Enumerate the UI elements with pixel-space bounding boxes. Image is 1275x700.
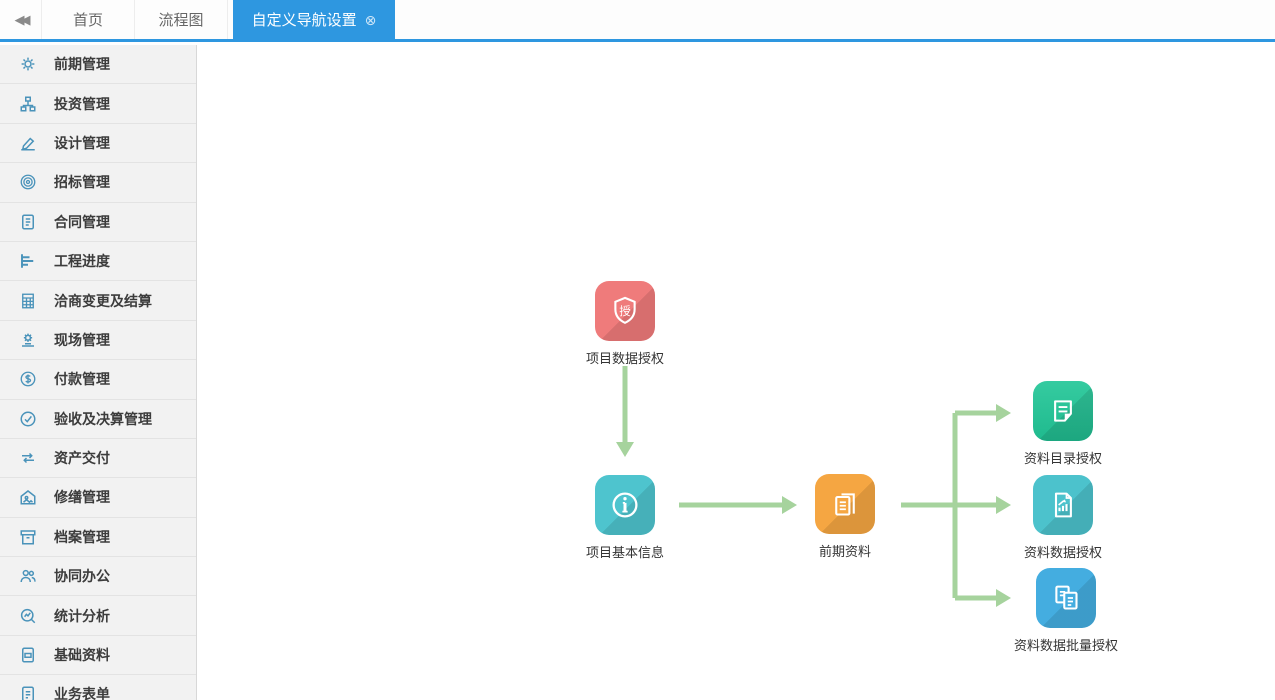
project-basic-info-tile[interactable]: [595, 475, 655, 535]
document-icon: [19, 213, 37, 231]
sidebar-item-statistical-analysis[interactable]: 统计分析: [0, 596, 196, 636]
stacked-docs-icon: [835, 493, 855, 516]
flow-node-data-data-auth: 资料数据授权: [983, 475, 1143, 561]
flow-node-project-data-auth: 授 项目数据授权: [545, 281, 705, 367]
calculator-icon: [19, 292, 37, 310]
node-label: 项目数据授权: [585, 351, 664, 366]
gear-icon: [19, 55, 37, 73]
info-circle-icon: [612, 492, 638, 518]
sidebar-item-site-mgmt[interactable]: 现场管理: [0, 320, 196, 361]
archive-box-icon: [19, 528, 37, 546]
sidebar-item-bidding-mgmt[interactable]: 招标管理: [0, 163, 196, 203]
data-batch-auth-tile[interactable]: [1036, 568, 1096, 628]
sidebar-item-label: 统计分析: [54, 607, 110, 624]
sidebar-item-label: 洽商变更及结算: [54, 292, 152, 309]
transfer-arrows-icon: [19, 449, 37, 467]
sidebar-item-label: 协同办公: [54, 568, 110, 585]
data-data-auth-tile[interactable]: [1033, 475, 1093, 535]
copy-docs-icon: [1055, 585, 1078, 610]
pencil-icon: [19, 134, 37, 152]
sidebar-item-label: 基础资料: [54, 647, 110, 664]
tab-label: 流程图: [158, 12, 204, 29]
chart-document-icon: [1054, 492, 1072, 518]
sidebar-item-label: 投资管理: [54, 95, 110, 112]
svg-text:授: 授: [619, 304, 630, 318]
sitemap-icon: [19, 95, 37, 113]
house-icon: [19, 488, 37, 506]
sidebar-item-negotiation-settlement[interactable]: 洽商变更及结算: [0, 281, 196, 321]
flow-diagram-canvas: 授 项目数据授权 项目基本信息: [198, 45, 1275, 700]
sidebar-item-label: 业务表单: [54, 686, 110, 700]
data-document-icon: [19, 646, 37, 664]
target-icon: [19, 173, 37, 191]
note-page-icon: [1054, 400, 1072, 422]
node-label: 项目基本信息: [585, 545, 664, 560]
tab-flowchart[interactable]: 流程图: [135, 0, 228, 39]
sidebar-item-label: 验收及决算管理: [54, 410, 152, 427]
sidebar-item-repair-mgmt[interactable]: 修缮管理: [0, 478, 196, 518]
sidebar-item-label: 前期管理: [54, 56, 110, 73]
sidebar-item-label: 工程进度: [54, 253, 110, 270]
flow-node-data-directory-auth: 资料目录授权: [983, 381, 1143, 467]
sidebar-item-acceptance-final-accounts[interactable]: 验收及决算管理: [0, 399, 196, 439]
preliminary-data-tile[interactable]: [815, 474, 875, 534]
sidebar-item-collaborative-office[interactable]: 协同办公: [0, 557, 196, 597]
gantt-icon: [19, 252, 37, 270]
people-icon: [19, 567, 37, 585]
site-gear-icon: [19, 331, 37, 349]
sidebar-item-pre-phase-mgmt[interactable]: 前期管理: [0, 45, 196, 85]
node-label: 资料目录授权: [1023, 451, 1102, 466]
sidebar-item-investment-mgmt[interactable]: 投资管理: [0, 84, 196, 124]
close-icon[interactable]: ⊗: [364, 11, 377, 28]
sidebar-item-project-progress[interactable]: 工程进度: [0, 241, 196, 282]
sidebar-item-basic-data[interactable]: 基础资料: [0, 635, 196, 676]
tab-label: 自定义导航设置: [251, 12, 357, 29]
node-label: 前期资料: [818, 544, 871, 559]
node-label: 资料数据授权: [1023, 545, 1102, 560]
sidebar-item-business-forms[interactable]: 业务表单: [0, 675, 196, 700]
tab-label: 首页: [72, 12, 103, 29]
check-circle-icon: [19, 410, 37, 428]
sidebar-item-payment-mgmt[interactable]: 付款管理: [0, 360, 196, 400]
tab-custom-nav-settings[interactable]: 自定义导航设置 ⊗: [233, 0, 395, 39]
sidebar-item-asset-delivery[interactable]: 资产交付: [0, 438, 196, 479]
chart-magnifier-icon: [19, 607, 37, 625]
flow-node-preliminary-data: 前期资料: [765, 474, 925, 560]
sidebar-item-label: 合同管理: [54, 213, 110, 230]
data-directory-auth-tile[interactable]: [1033, 381, 1093, 441]
project-data-auth-tile[interactable]: 授: [595, 281, 655, 341]
sidebar-item-design-mgmt[interactable]: 设计管理: [0, 123, 196, 164]
flow-node-project-basic-info: 项目基本信息: [545, 475, 705, 561]
tab-bar: ◀◀ 首页 流程图 自定义导航设置 ⊗: [0, 0, 1275, 42]
flow-connectors: [616, 366, 1011, 607]
sidebar-item-label: 档案管理: [54, 528, 110, 545]
sidebar-item-label: 招标管理: [54, 174, 110, 191]
sidebar-item-label: 设计管理: [54, 134, 110, 151]
node-label: 资料数据批量授权: [1013, 638, 1118, 653]
sidebar-item-contract-mgmt[interactable]: 合同管理: [0, 202, 196, 242]
sidebar-item-label: 资产交付: [54, 450, 110, 467]
sidebar-nav: 前期管理 投资管理 设计管理 招标管理 合同管理 工程进度 洽商变更及结算 现: [0, 45, 197, 700]
form-document-icon: [19, 685, 37, 700]
collapse-sidebar-button[interactable]: ◀◀: [0, 0, 42, 39]
shield-auth-icon: 授: [614, 296, 636, 324]
sidebar-item-archive-mgmt[interactable]: 档案管理: [0, 517, 196, 558]
sidebar-item-label: 现场管理: [54, 331, 110, 348]
flow-node-data-batch-auth: 资料数据批量授权: [986, 568, 1146, 654]
sidebar-item-label: 修缮管理: [54, 489, 110, 506]
sidebar-item-label: 付款管理: [54, 371, 110, 388]
coin-icon: [19, 370, 37, 388]
tab-home[interactable]: 首页: [42, 0, 135, 39]
